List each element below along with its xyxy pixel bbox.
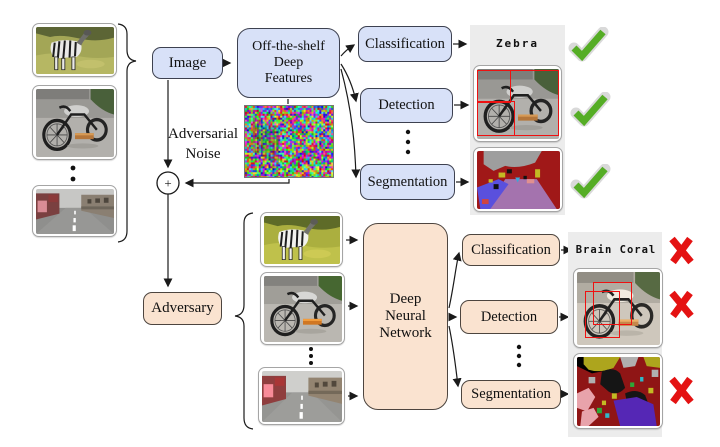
classification-label-adversarial: Classification — [471, 242, 551, 258]
dnn-line3: Network — [379, 325, 432, 342]
cross-icon — [667, 235, 696, 266]
detection-label-adversarial: Detection — [481, 309, 537, 325]
clean-segmentation-result-image — [473, 147, 563, 212]
cross-icon — [667, 289, 696, 320]
detection-bounding-box — [477, 70, 510, 103]
adversarial-photo-street — [258, 367, 345, 425]
check-icon — [567, 27, 609, 63]
deep-neural-network-box: Deep Neural Network — [363, 223, 448, 410]
plus-circle-icon: + — [157, 172, 179, 194]
adversarial-segmentation-result-image — [573, 353, 663, 429]
detection-label-clean: Detection — [378, 97, 434, 113]
adversarial-photo-motorcycle — [260, 272, 345, 345]
segmentation-box-clean: Segmentation — [360, 164, 455, 200]
adversarial-stack-brace — [235, 213, 253, 429]
classification-box-clean: Classification — [358, 26, 452, 62]
adversarial-noise-label-line2: Noise — [158, 145, 248, 165]
adversarial-noise-label: Adversarial Noise — [158, 125, 248, 164]
adversary-label: Adversary — [151, 300, 213, 317]
clean-detection-result-image — [473, 65, 562, 142]
deep-features-line3: Features — [265, 71, 312, 87]
image-box: Image — [152, 47, 223, 79]
image-box-label: Image — [169, 55, 206, 72]
adversarial-noise-image — [244, 105, 334, 178]
classification-box-adversarial: Classification — [462, 234, 560, 266]
input-photo-zebra — [32, 23, 117, 77]
deep-features-box: Off-the-shelf Deep Features — [237, 28, 340, 98]
segmentation-label-adversarial: Segmentation — [471, 386, 551, 402]
dnn-line2: Neural — [385, 308, 426, 325]
input-photo-motorcycle — [32, 85, 117, 160]
deep-features-line1: Off-the-shelf — [252, 39, 325, 55]
input-stack-brace — [118, 24, 136, 242]
clean-classification-result: Zebra — [470, 37, 565, 50]
adversarial-photo-zebra — [260, 212, 343, 267]
adversarial-detection-result-image — [573, 268, 663, 348]
cross-icon — [667, 375, 696, 406]
adversary-box: Adversary — [143, 292, 222, 325]
deep-features-line2: Deep — [274, 55, 304, 71]
adversarial-noise-label-line1: Adversarial — [158, 125, 248, 145]
svg-text:+: + — [164, 176, 171, 191]
dnn-line1: Deep — [390, 291, 422, 308]
segmentation-box-adversarial: Segmentation — [461, 380, 561, 409]
detection-bounding-box — [593, 282, 632, 325]
detection-box-adversarial: Detection — [460, 300, 558, 334]
adversarial-classification-result: Brain Coral — [570, 244, 662, 256]
check-icon — [569, 164, 611, 200]
detection-bounding-box — [477, 101, 515, 137]
adversarial-noise-canvas — [245, 106, 333, 177]
classification-label-clean: Classification — [365, 36, 445, 52]
segmentation-label-clean: Segmentation — [368, 174, 448, 190]
check-icon — [569, 92, 611, 128]
detection-box-clean: Detection — [360, 88, 453, 123]
input-photo-street — [32, 185, 117, 237]
